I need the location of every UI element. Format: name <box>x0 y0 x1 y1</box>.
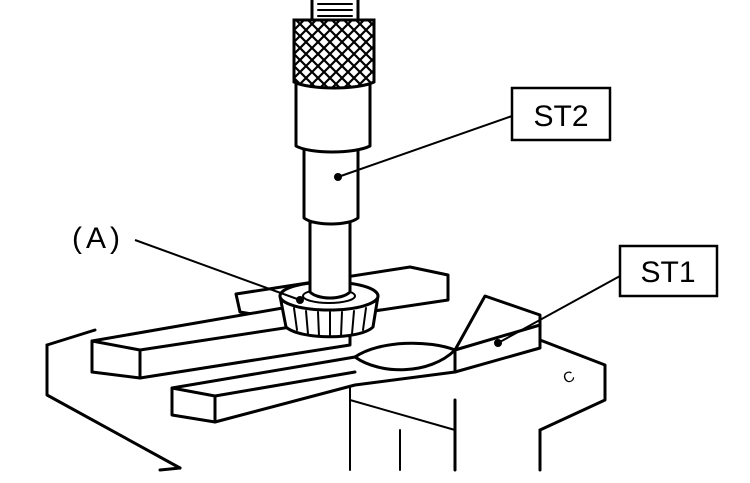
st2-label: ST2 <box>533 100 588 133</box>
st1-label: ST1 <box>640 256 695 289</box>
block-mark: C <box>561 368 578 388</box>
leaders <box>134 115 621 347</box>
st2-tool <box>292 0 376 300</box>
label-st2: ST2 <box>510 86 612 142</box>
st1-plate-front <box>170 294 542 424</box>
label-st1: ST1 <box>618 244 719 298</box>
part-a-label: (A) <box>72 222 124 255</box>
